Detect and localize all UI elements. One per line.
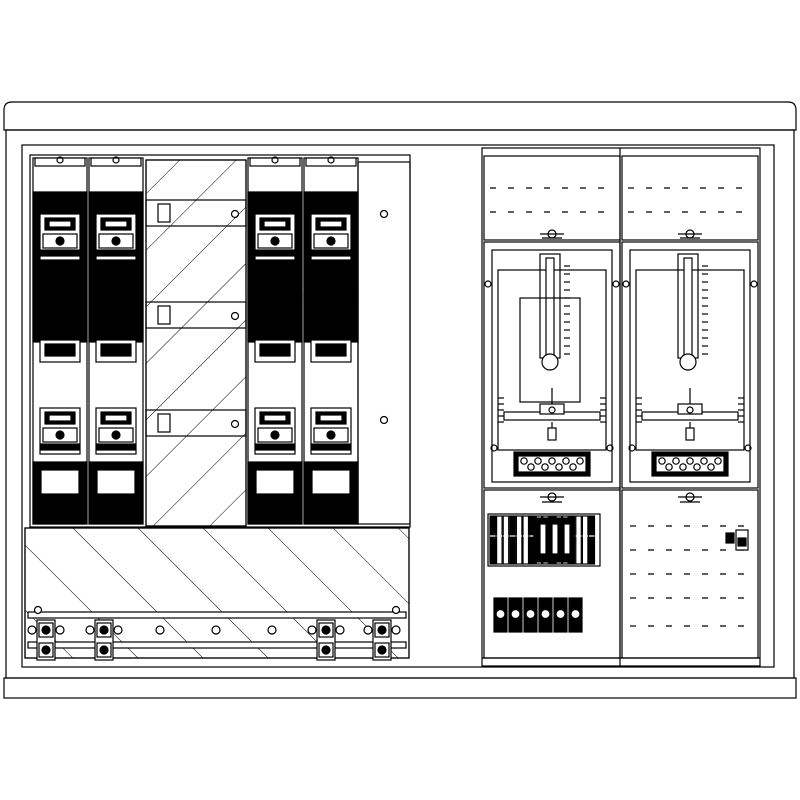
din-terminal: [522, 515, 530, 565]
divider-clamps: [145, 199, 247, 437]
din-terminal: [496, 515, 503, 565]
din-terminal: [502, 515, 510, 565]
fuse-handle: [96, 469, 136, 495]
busbar-terminal-3: [307, 619, 345, 661]
din-terminal-module: [487, 513, 601, 633]
busbar-hole-2: [211, 625, 221, 635]
busbar-terminal-1: [27, 619, 65, 661]
meter-terminal-block: [651, 451, 729, 477]
din-terminal: [489, 515, 497, 565]
fuse-columns: [32, 156, 359, 525]
top-dashed-areas: [490, 187, 752, 213]
busbar-hole-3: [267, 625, 277, 635]
small-device-module: [630, 525, 750, 627]
fuse-column-4: [303, 156, 359, 525]
cabinet-housing: [3, 101, 797, 699]
busbar-holes: [155, 625, 277, 635]
meter-panels: [483, 229, 759, 503]
meter-panel-1: [483, 229, 621, 503]
meter-terminal-block: [513, 451, 591, 477]
din-terminal: [581, 515, 589, 565]
din-terminal: [588, 515, 596, 565]
din-terminal: [515, 515, 523, 565]
busbar-terminals: [27, 619, 401, 661]
fuse-handle: [40, 469, 80, 495]
meter-panel-2: [621, 229, 759, 503]
busbar-area: [24, 527, 410, 661]
right-compartment: [481, 147, 761, 667]
fuse-column-3: [247, 156, 303, 525]
fuse-handle: [255, 469, 295, 495]
fuse-column-1: [32, 156, 88, 525]
din-terminal: [575, 515, 582, 565]
busbar-terminal-4: [363, 619, 401, 661]
hatched-divider: [145, 159, 247, 527]
busbar-hole-1: [155, 625, 165, 635]
busbar-terminal-2: [85, 619, 123, 661]
fuse-holders: [493, 597, 583, 633]
fuse-handle: [311, 469, 351, 495]
din-terminal: [509, 515, 516, 565]
fuse-column-2: [88, 156, 144, 525]
